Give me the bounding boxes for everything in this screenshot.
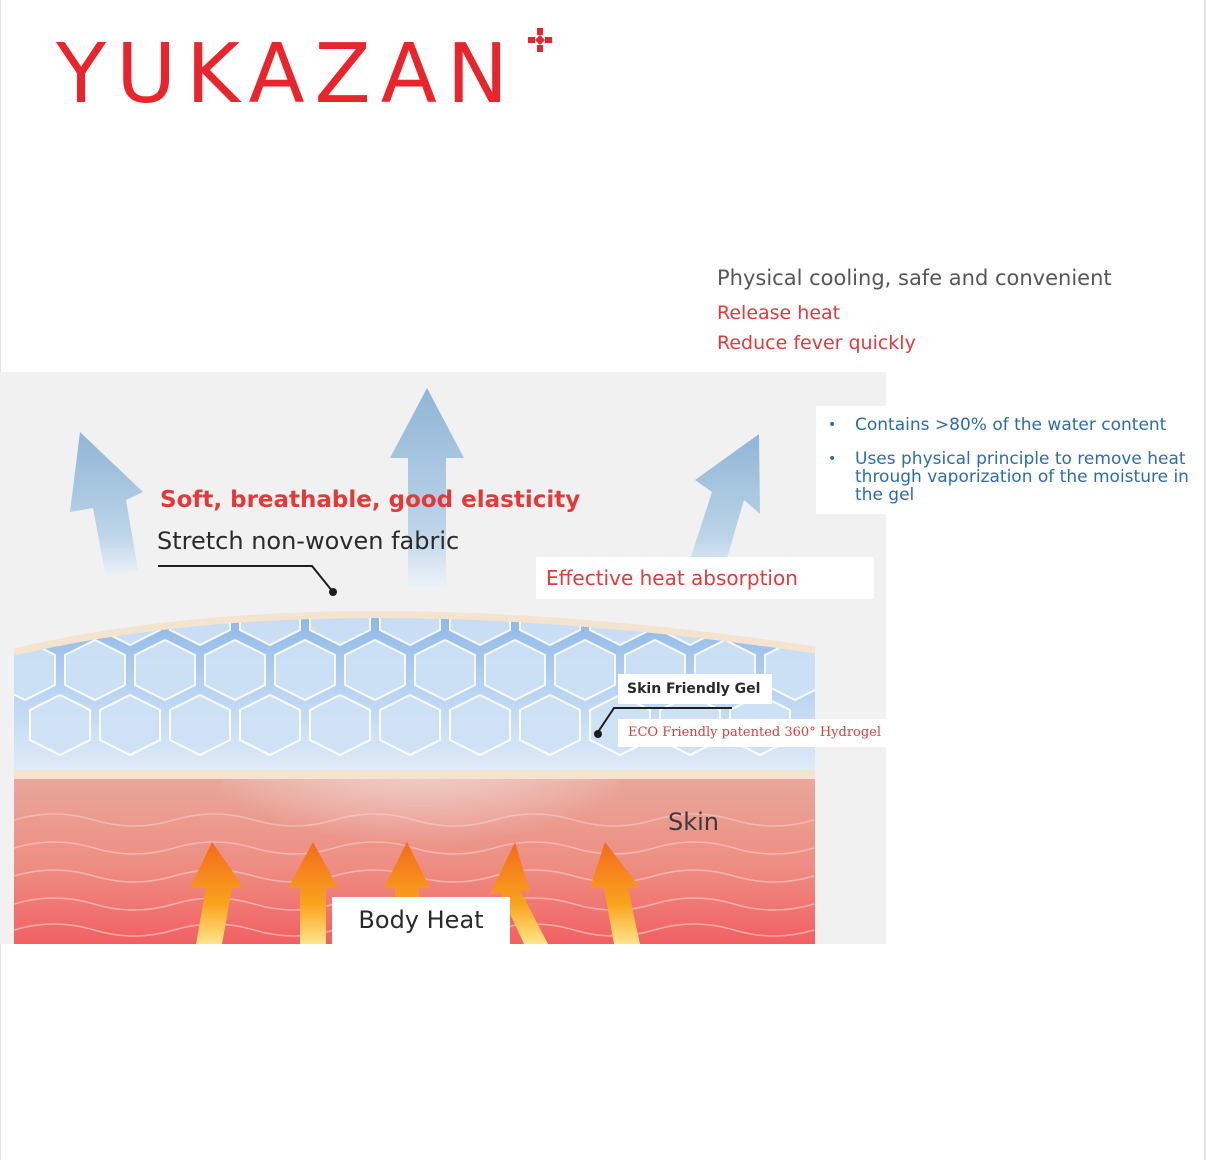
- info-point-reduce-fever: Reduce fever quickly: [717, 332, 916, 354]
- heat-arrow-5: [590, 842, 640, 944]
- gel-leader-line: [597, 707, 732, 733]
- gel-leader-dot: [594, 730, 602, 738]
- bullet-dot-icon: •: [828, 417, 837, 433]
- right-border: [1204, 0, 1206, 1160]
- bullet-dot-icon: •: [828, 451, 837, 467]
- cool-arrow-left: [70, 432, 143, 578]
- info-point-release-heat: Release heat: [717, 302, 841, 324]
- heat-arrow-1: [190, 842, 244, 944]
- gel-label: Skin Friendly Gel: [618, 674, 772, 704]
- non-woven-fabric-layer: [13, 611, 816, 656]
- bullet-text: Uses physical principle to remove heat t…: [855, 449, 1189, 505]
- fabric-label: Stretch non-woven fabric: [157, 527, 460, 555]
- absorption-label: Effective heat absorption: [536, 557, 874, 599]
- hydrogel-label: ECO Friendly patented 360° Hydrogel: [618, 719, 908, 747]
- fabric-leader-line: [158, 565, 334, 593]
- bullet-list: • Contains >80% of the water content • U…: [816, 406, 1200, 514]
- heat-arrow-4: [490, 842, 548, 944]
- brand-logo-text: YUKAZAN: [56, 27, 519, 122]
- bullet-text: Contains >80% of the water content: [855, 415, 1167, 435]
- cool-arrow-center: [390, 388, 464, 590]
- plus-diamond-icon: [528, 28, 552, 52]
- info-headline: Physical cooling, safe and convenient: [717, 266, 1112, 290]
- feature-label: Soft, breathable, good elasticity: [160, 487, 581, 513]
- skin-surface: [14, 770, 815, 779]
- heat-arrow-2: [288, 842, 338, 944]
- cool-arrow-right: [686, 434, 760, 582]
- skin-label: Skin: [668, 808, 720, 836]
- fabric-leader-dot: [329, 588, 337, 596]
- body-heat-label: Body Heat: [332, 897, 510, 944]
